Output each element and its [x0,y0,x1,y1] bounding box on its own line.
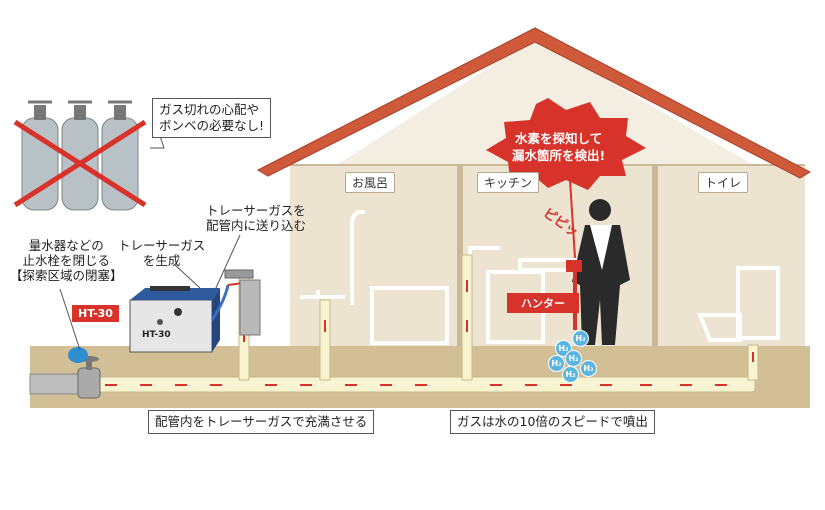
room-label-toilet: トイレ [698,172,749,193]
callout-close-valve: 量水器などの 止水栓を閉じる 【探索区域の閉塞】 [10,238,123,283]
callout-line: トレーサーガス [118,238,206,253]
model-tag: HT-30 [72,305,119,322]
h2-bubble: H₂ [580,360,597,377]
toilet-fixture [697,266,780,342]
burst-line: 漏水箇所を検出! [512,148,606,163]
detection-burst [486,98,646,190]
worker-silhouette [572,199,630,345]
callout-line: 【探索区域の閉塞】 [10,268,123,283]
burst-line: 水素を探知して [515,131,603,146]
room-label-bath: お風呂 [345,172,396,193]
machine-label: HT-30 [142,330,171,340]
callout-no-cylinder: ガス切れの心配や ボンベの必要なし! [152,98,272,138]
gas-cylinders-icon [21,100,139,211]
bathroom-fixtures [300,209,449,345]
callout-line: トレーサーガスを [206,203,306,218]
prohibited-cross-icon [13,119,147,208]
h2-bubble: H₂ [565,350,582,367]
roof [256,27,812,179]
water-meter-icon [68,347,88,363]
h2-bubble: H₂ [572,330,589,347]
hunter-tag: ハンター [507,293,579,313]
callout-generate-gas: トレーサーガス を生成 [118,238,205,268]
tracer-gas-generator [129,286,220,353]
callout-gas-speed: ガスは水の10倍のスピードで噴出 [450,410,655,434]
callout-line: 量水器などの [28,238,104,253]
callout-line: 止水栓を閉じる [22,253,111,268]
callout-line: ガス切れの心配や [159,102,260,117]
h2-bubble: H₂ [548,355,565,372]
stop-valve [68,347,101,399]
burst-text: 水素を探知して 漏水箇所を検出! [512,130,605,164]
callout-line: を生成 [142,253,181,268]
callout-send-gas: トレーサーガスを 配管内に送り込む [206,203,306,233]
room-label-kitchen: キッチン [477,172,540,193]
callout-line: 配管内に送り込む [206,218,307,233]
callout-line: ボンベの必要なし! [159,118,265,133]
callout-fill-pipe: 配管内をトレーサーガスで充満させる [148,410,375,434]
h2-bubble: H₂ [562,366,579,383]
